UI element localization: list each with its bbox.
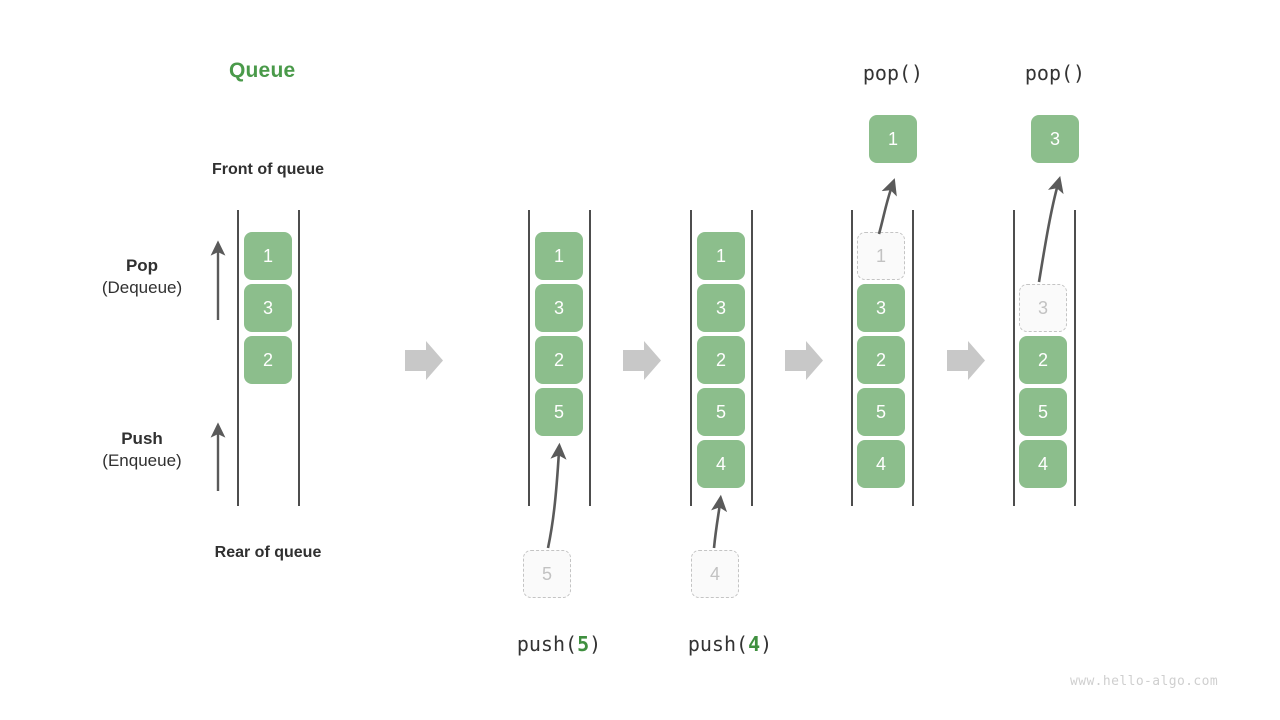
operation-label-pop-3: pop() xyxy=(1024,61,1086,85)
pop-3-remove-arrow-icon xyxy=(1037,175,1064,283)
page-title: Queue xyxy=(229,59,296,82)
incoming-element-ghost: 5 xyxy=(523,550,571,598)
queue-cell-ghost: 1 xyxy=(857,232,905,280)
push-4-insert-arrow-icon xyxy=(711,494,728,549)
queue-rail-left-panel1 xyxy=(237,210,239,506)
incoming-element-ghost: 4 xyxy=(691,550,739,598)
flow-arrow-2 xyxy=(623,341,661,380)
queue-cell: 3 xyxy=(244,284,292,332)
queue-cell: 5 xyxy=(697,388,745,436)
queue-rail-right-panel4 xyxy=(912,210,914,506)
pop-1-remove-arrow-icon xyxy=(877,178,897,235)
queue-rail-right-panel3 xyxy=(751,210,753,506)
push-operation-title: Push xyxy=(121,429,163,448)
queue-cell: 3 xyxy=(697,284,745,332)
queue-rail-left-panel2 xyxy=(528,210,530,506)
operation-label-prefix: push( xyxy=(516,632,578,656)
queue-rail-right-panel5 xyxy=(1074,210,1076,506)
operation-label-push-4: push(4) xyxy=(630,632,830,656)
queue-rail-right-panel1 xyxy=(298,210,300,506)
operation-label-suffix: ) xyxy=(760,632,773,656)
queue-cell: 3 xyxy=(857,284,905,332)
push-operation-label: Push (Enqueue) xyxy=(62,428,222,473)
queue-rail-left-panel3 xyxy=(690,210,692,506)
queue-cell: 4 xyxy=(857,440,905,488)
pop-operation-subtitle: (Dequeue) xyxy=(101,278,183,298)
queue-rail-right-panel2 xyxy=(589,210,591,506)
front-of-queue-label: Front of queue xyxy=(212,161,324,178)
queue-cell: 1 xyxy=(697,232,745,280)
operation-label-suffix: ) xyxy=(589,632,602,656)
rear-of-queue-label: Rear of queue xyxy=(214,544,322,561)
queue-cell: 4 xyxy=(1019,440,1067,488)
popped-element: 1 xyxy=(869,115,917,163)
queue-cell: 2 xyxy=(697,336,745,384)
watermark: www.hello-algo.com xyxy=(1070,674,1219,689)
flow-arrow-1 xyxy=(405,341,443,380)
operation-label-prefix: push( xyxy=(687,632,749,656)
queue-cell: 5 xyxy=(1019,388,1067,436)
flow-arrow-4 xyxy=(947,341,985,380)
push-5-insert-arrow-icon xyxy=(546,442,567,549)
queue-cell: 2 xyxy=(535,336,583,384)
queue-cell: 3 xyxy=(535,284,583,332)
operation-label-pop-1: pop() xyxy=(862,61,924,85)
queue-cell: 2 xyxy=(1019,336,1067,384)
queue-cell: 4 xyxy=(697,440,745,488)
queue-cell: 5 xyxy=(857,388,905,436)
queue-rail-left-panel5 xyxy=(1013,210,1015,506)
operation-label-push-5: push(5) xyxy=(459,632,659,656)
flow-arrow-3 xyxy=(785,341,823,380)
queue-cell: 2 xyxy=(244,336,292,384)
pop-operation-label: Pop (Dequeue) xyxy=(62,255,222,300)
queue-cell: 1 xyxy=(535,232,583,280)
push-operation-subtitle: (Enqueue) xyxy=(102,451,182,471)
queue-cell-ghost: 3 xyxy=(1019,284,1067,332)
queue-cell: 5 xyxy=(535,388,583,436)
operation-label-value: 4 xyxy=(748,632,761,656)
popped-element: 3 xyxy=(1031,115,1079,163)
queue-cell: 2 xyxy=(857,336,905,384)
pop-operation-title: Pop xyxy=(125,256,159,275)
queue-cell: 1 xyxy=(244,232,292,280)
queue-rail-left-panel4 xyxy=(851,210,853,506)
operation-label-value: 5 xyxy=(577,632,590,656)
